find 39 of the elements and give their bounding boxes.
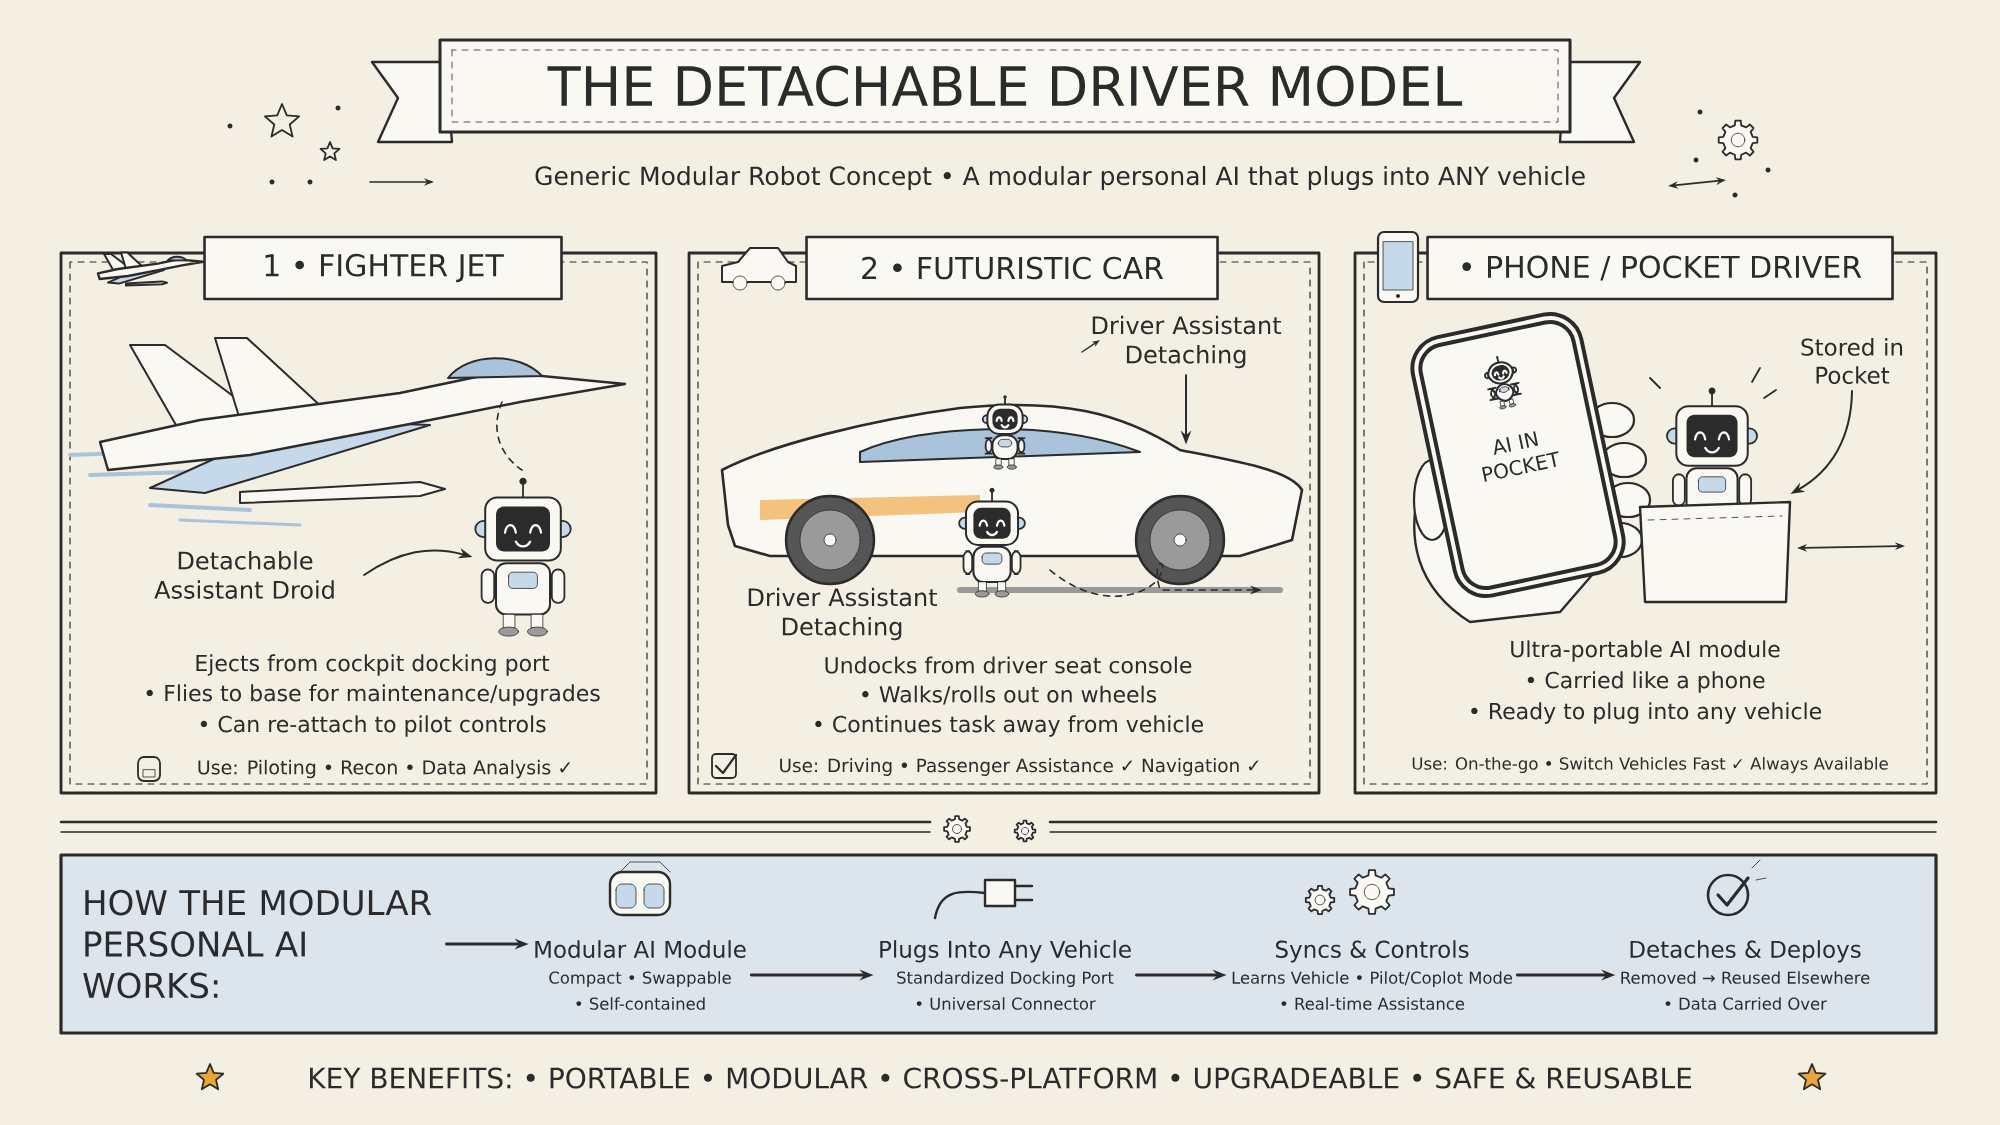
step-text: Learns Vehicle • Pilot/Coplot Mode — [1232, 971, 1513, 988]
description-line: • Continues task away from vehicle — [815, 715, 1203, 737]
step-text: Standardized Docking Port — [897, 971, 1114, 988]
description-line: • Walks/rolls out on wheels — [862, 685, 1157, 705]
step-text: Removed → Reused Elsewhere — [1621, 971, 1870, 984]
step-text: • Real-time Assistance — [1281, 997, 1465, 1010]
phone-screen: AI IN POCKET — [1481, 431, 1559, 482]
step-text: • Data Carried Over — [1665, 997, 1827, 1010]
step-title: Modular AI Module — [535, 940, 746, 958]
robot-drawing — [474, 477, 572, 637]
step-text: • Self-contained — [576, 997, 705, 1010]
description-line: • Flies to base for maintenance/upgrades — [146, 684, 600, 706]
usage-line: Use: Driving • Passenger Assistance ✓ Navigation ✓ — [780, 758, 1259, 776]
title-banner: THE DETACHABLE DRIVER MODEL — [370, 38, 1642, 144]
description-line: • Can re-attach to pilot controls — [200, 715, 546, 737]
process-band — [59, 853, 1938, 1035]
step-text: Compact • Swappable — [549, 971, 731, 988]
subtitle: Generic Modular Robot Concept • A modular personal AI that plugs into ANY vehicle — [535, 165, 1585, 191]
callout-label: Driver Assistant Detaching — [748, 587, 938, 641]
step-title: Syncs & Controls — [1276, 940, 1469, 963]
robot-drawing — [1638, 367, 1792, 604]
callout-label: Stored in Pocket — [1801, 338, 1903, 384]
heading-banner: 2 • FUTURISTIC CAR — [805, 235, 1219, 301]
usage-line: Use: On-the-go • Switch Vehicles Fast ✓ Always Available — [1412, 757, 1888, 774]
callout-label: Driver Assistant Detaching — [1092, 315, 1282, 369]
step-title: Plugs Into Any Vehicle — [880, 940, 1131, 963]
heading-banner: 1 • FIGHTER JET — [203, 235, 563, 301]
heading-banner: • PHONE / POCKET DRIVER — [1426, 235, 1894, 301]
callout-label: Detachable Assistant Droid — [154, 551, 334, 599]
band-heading: HOW THE MODULAR PERSONAL AI WORKS: — [83, 889, 432, 999]
description-line: Ultra-portable AI module — [1511, 640, 1780, 662]
description-line: Ejects from cockpit docking port — [196, 654, 550, 676]
description-line: Undocks from driver seat console — [825, 656, 1192, 674]
usage-line: Use: Piloting • Recon • Data Analysis ✓ — [198, 759, 570, 779]
description-line: • Carried like a phone — [1527, 671, 1765, 693]
step-title: Detaches & Deploys — [1630, 940, 1861, 963]
benefits-text: KEY BENEFITS: • PORTABLE • MODULAR • CROSS-PLATFORM • UPGRADEABLE • SAFE & REUSABLE — [310, 1067, 1692, 1089]
description-line: • Ready to plug into any vehicle — [1471, 702, 1822, 724]
step-text: • Universal Connector — [916, 997, 1096, 1010]
